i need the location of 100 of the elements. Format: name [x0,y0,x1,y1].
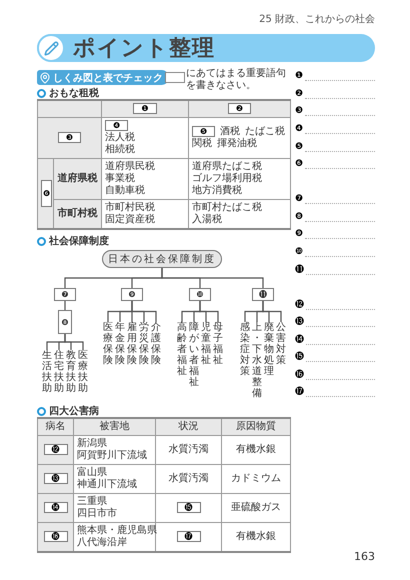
answer-blank: ⓫ [252,288,274,301]
section-heading: 四大公害病 [37,404,99,418]
table-entry: 八代海沿岸 [77,537,127,548]
answer-number: ❾ [295,229,304,239]
table-entry: 市町村民税 [105,202,155,213]
table-entry: 事業税 [105,173,135,184]
answer-blank: ❹ [105,120,128,131]
answer-number: ⓯ [295,352,304,362]
table-entry: 地方消費税 [192,185,242,196]
answer-blank: ❷ [228,103,252,114]
vertical-label: 上・下水道整備 [252,322,262,399]
table-entry: 神通川下流域 [77,479,137,490]
answer-blank: ❿ [189,288,211,301]
table-entry: カドミウム [231,473,281,484]
vertical-label: 児童福祉 [201,322,211,366]
table-entry: 揮発油税 [217,138,257,149]
answer-blank: ⓬ [44,444,68,455]
answer-number: ❸ [295,106,304,116]
page-number: 163 [354,550,375,563]
answer-number: ❷ [295,89,304,99]
table-entry: 富山県 [77,467,107,478]
vertical-label: 雇用保険 [127,322,137,366]
answer-number: ❿ [295,247,304,257]
table-entry: 関税 [192,138,212,149]
chapter-heading: 25 財政、これからの社会 [259,12,375,26]
answer-blank: ❸ [58,132,82,143]
vertical-label: 高齢者福祉 [177,322,187,377]
answer-number: ❻ [295,159,304,169]
table-entry: 有機水銀 [236,444,276,455]
answer-number: ❽ [295,212,304,222]
connector-line [64,334,84,350]
row-heading: 道府県税 [58,173,98,184]
answer-blank: ❶ [133,103,157,114]
vertical-label: 障がい者福祉 [189,322,199,388]
vertical-label: 教育扶助 [66,350,76,394]
answer-number: ⓭ [295,317,304,327]
answer-blank: ⓱ [176,531,200,542]
answer-blank: ❾ [121,288,143,301]
vertical-label: 感染症対策 [240,322,250,377]
answer-number: ⓫ [295,265,304,275]
vertical-label: 介護保険 [151,322,161,366]
answer-blank: ⓯ [176,502,200,513]
answer-blank: ⓮ [44,502,68,513]
table-entry: 亜硫酸ガス [231,502,281,513]
vertical-label: 廃棄物処理 [264,322,274,377]
vertical-label: 医療保険 [103,322,113,366]
table-entry: 相続税 [105,144,135,155]
table-entry: ゴルフ場利用税 [192,173,262,184]
answer-number: ⓰ [295,370,304,380]
table-entry: 三重県 [77,496,107,507]
answer-number: ❹ [295,124,304,134]
table-entry: 法人税 [105,132,135,143]
row-heading: 市町村税 [58,208,98,219]
title-pill: 日本の社会保障制度 [102,250,222,268]
answer-blank: ❻ [41,180,52,207]
table-entry: 固定資産税 [105,214,155,225]
table-entry: 新潟県 [77,438,107,449]
row-heading: 病名 [46,421,66,432]
vertical-label: 生活扶助 [42,350,52,394]
table-entry: 自動車税 [105,185,145,196]
instruction-text: にあてはまる重要語句を書きなさい。 [186,68,287,92]
connector-line [161,268,264,288]
table-entry: 水質汚濁 [168,473,208,484]
answer-blank: ❽ [58,310,72,334]
answer-number: ⓬ [295,300,304,310]
table-entry: 水質汚濁 [168,444,208,455]
answer-blank: ⓰ [44,531,68,542]
page-title: ポイント整理 [73,35,215,63]
vertical-label: 労災保険 [139,322,149,366]
vertical-label: 年金保険 [115,322,125,366]
vertical-label: 母子福祉 [213,322,223,366]
section-heading: 社会保障制度 [37,234,109,248]
connector-line [262,301,282,322]
table-entry: 入湯税 [192,214,222,225]
table-entry: 熊本県・鹿児島県 [77,525,157,536]
table-entry: 有機水銀 [236,531,276,542]
table-entry: 市町村たばこ税 [192,202,262,213]
tag-text: しくみ図と表でチェック [53,72,163,84]
answer-number: ⓮ [295,335,304,345]
table-entry: 道府県民税 [105,161,155,172]
answer-blank: ⓭ [44,473,68,484]
vertical-label: 公害対策 [276,322,286,366]
vertical-label: 医療扶助 [78,350,88,394]
answer-number: ⓱ [295,387,304,397]
connector-line [199,301,219,322]
answer-number: ❺ [295,142,304,152]
row-heading: 状況 [178,421,198,432]
table-entry: 阿賀野川下流域 [77,450,147,461]
table-entry: たばこ税 [245,126,286,137]
vertical-label: 住宅扶助 [54,350,64,394]
section-heading: おもな租税 [37,86,99,100]
row-heading: 被害地 [100,421,130,432]
connector-line [131,301,157,322]
table-entry: 酒税 [220,126,240,137]
answer-blank: ❺ [192,126,216,137]
answer-number: ❼ [295,194,304,204]
row-heading: 原因物質 [236,421,276,432]
answer-number: ❶ [295,71,304,81]
answer-blank: ❼ [54,288,76,301]
table-entry: 道府県たばこ税 [192,161,262,172]
